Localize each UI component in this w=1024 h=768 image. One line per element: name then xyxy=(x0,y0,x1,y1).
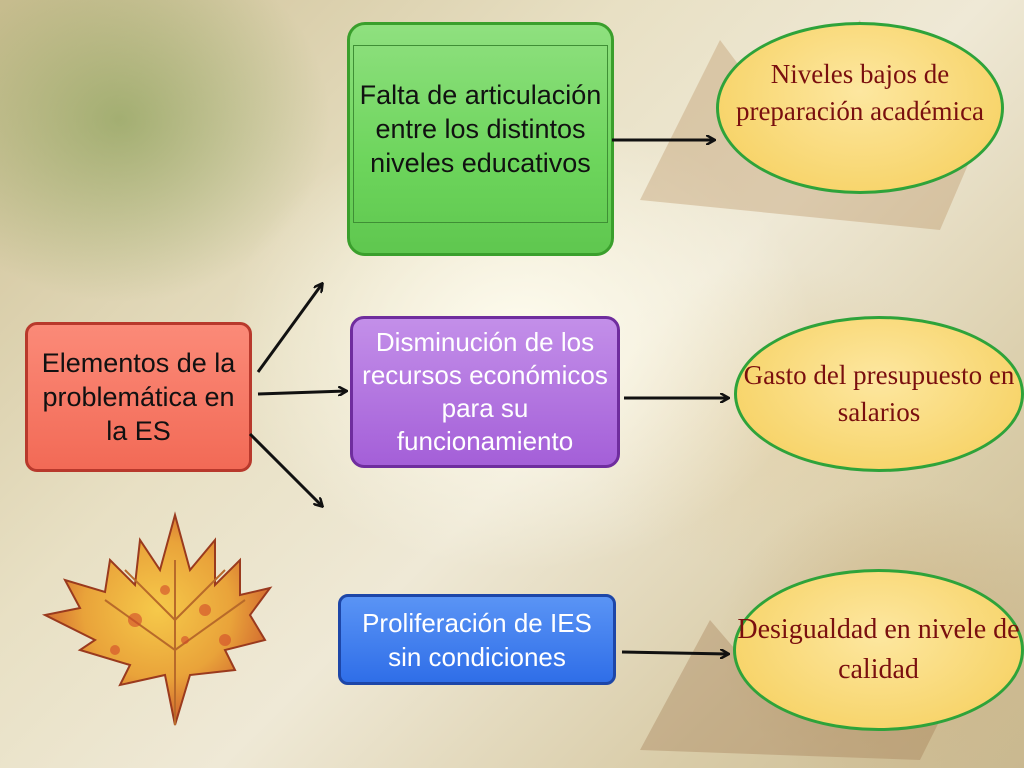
effect-line: presupuesto xyxy=(853,360,983,390)
cause-line: entre los distintos xyxy=(375,114,586,144)
center-box-problematica: Elementos de la problemática en la ES xyxy=(25,322,252,472)
cause-box-proliferacion: Proliferación de IES sin condiciones xyxy=(338,594,616,685)
cause-line: para su xyxy=(441,393,529,423)
cause-line: funcionamiento xyxy=(396,426,574,456)
cause-line: Disminución de los xyxy=(375,327,595,357)
effect-line: académica xyxy=(870,96,985,126)
effect-oval-calidad: Desigualdad en nivele de calidad xyxy=(733,569,1024,731)
effect-line: en nivele de xyxy=(884,614,1020,645)
effect-line: calidad xyxy=(838,654,919,685)
cause-line: Falta de articulación xyxy=(359,80,602,110)
cause-box-articulacion: Falta de articulación entre los distinto… xyxy=(347,22,614,256)
effect-line: en salarios xyxy=(837,360,1015,427)
center-line: problemática en xyxy=(42,382,235,412)
effect-oval-presupuesto: Gasto del presupuesto en salarios xyxy=(734,316,1024,472)
maple-leaf-icon xyxy=(41,511,273,726)
center-line: la ES xyxy=(106,416,171,446)
arrow-center-to-blue xyxy=(248,432,322,506)
effect-line: Gasto del xyxy=(743,360,847,390)
cause-box-recursos: Disminución de los recursos económicos p… xyxy=(350,316,620,468)
effect-line: de xyxy=(923,59,950,89)
cause-line: Proliferación de IES xyxy=(362,607,592,638)
inner-frame xyxy=(353,45,608,223)
arrow-blue-to-oval3 xyxy=(621,652,728,654)
arrow-center-to-green xyxy=(256,284,322,373)
cause-line: sin condiciones xyxy=(388,641,566,672)
arrow-center-to-purple xyxy=(257,391,346,394)
cause-line: recursos económicos xyxy=(362,360,608,390)
effect-oval-preparacion: Niveles bajos de preparación académica xyxy=(716,22,1004,194)
effect-line: Niveles bajos xyxy=(770,59,917,89)
center-line: Elementos de la xyxy=(41,348,236,378)
effect-line: Desigualdad xyxy=(737,614,878,645)
cause-line: niveles educativos xyxy=(370,148,591,178)
effect-line: preparación xyxy=(735,96,864,126)
